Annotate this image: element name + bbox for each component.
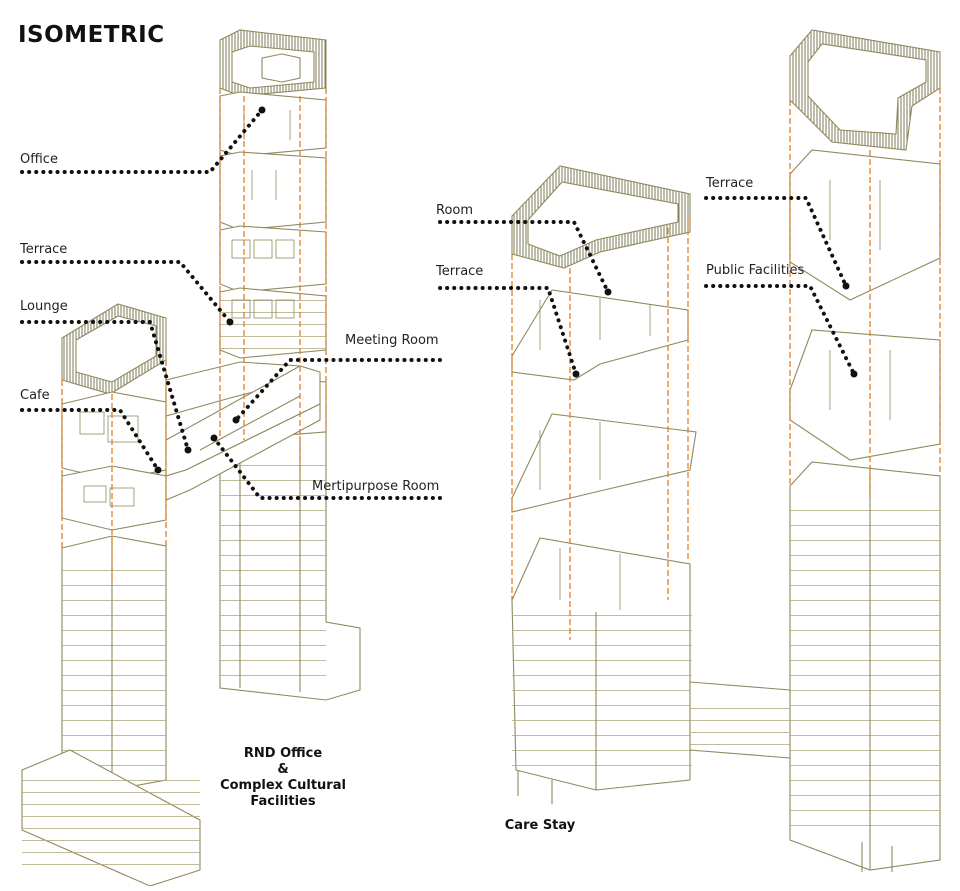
label-public-facilities: Public Facilities	[706, 263, 805, 278]
leader-lines	[20, 108, 856, 500]
label-multipurpose-room: Mertipurpose Room	[312, 479, 440, 494]
label-cafe: Cafe	[20, 388, 50, 403]
caption-line-3: Complex Cultural Facilities	[220, 778, 346, 809]
skybridge-left	[165, 361, 321, 501]
explode-guides	[61, 88, 941, 640]
label-room: Room	[436, 203, 474, 218]
label-terrace-right: Terrace	[706, 176, 754, 191]
public-facilities-tower	[789, 29, 941, 872]
diagram-title: ISOMETRIC	[18, 22, 165, 48]
label-terrace-mid: Terrace	[436, 264, 484, 279]
caption-line-1: RND Office	[243, 746, 323, 761]
cafe-tower	[21, 303, 201, 887]
label-lounge: Lounge	[20, 299, 68, 314]
label-terrace-left: Terrace	[20, 242, 68, 257]
caption-rnd-office: RND Office & Complex Cultural Facilities	[190, 746, 376, 810]
leader-endpoints	[154, 106, 858, 474]
label-office: Office	[20, 152, 58, 167]
caption-care-stay: Care Stay	[504, 818, 576, 833]
label-meeting-room: Meeting Room	[345, 333, 439, 348]
caption-line-2: &	[277, 762, 289, 777]
